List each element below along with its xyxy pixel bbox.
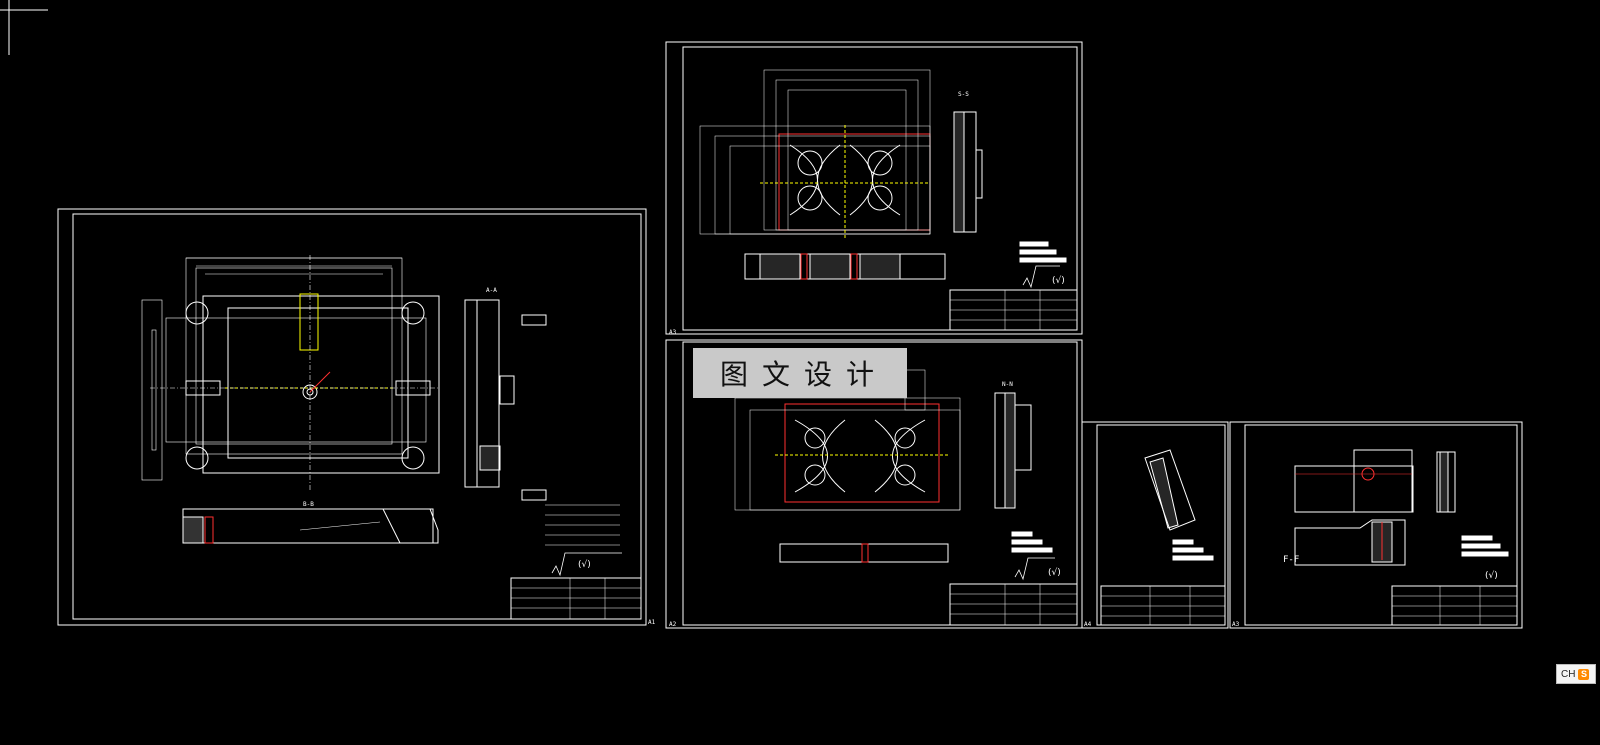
sheet-tag-a4-right: A3 (1232, 621, 1240, 628)
sheet-tag-a2-top: A3 (669, 329, 677, 336)
sheet-tag-a1: A1 (648, 619, 656, 626)
drawing-sheet-a4-right[interactable] (1229, 421, 1523, 629)
roughness-symbol-a2-top: (√) (1052, 275, 1065, 286)
sogou-icon: S (1578, 668, 1590, 680)
section-label-f-f: F-F (1283, 555, 1299, 565)
section-label-n-n: N-N (1002, 381, 1013, 388)
sheet-tag-a2-bottom: A2 (669, 621, 677, 628)
roughness-symbol-a2-bottom: (√) (1048, 567, 1061, 578)
ime-language-indicator[interactable]: CH S (1556, 664, 1596, 684)
sheet-tag-a4-left: A4 (1084, 621, 1092, 628)
ucs-crosshair (0, 0, 48, 55)
watermark-logo: 图文设计 (693, 348, 907, 398)
section-label-b-b: B-B (303, 501, 314, 508)
section-label-a-a: A-A (486, 287, 497, 294)
section-label-s-s: S-S (958, 91, 969, 98)
drawing-sheet-a1[interactable] (57, 208, 647, 626)
roughness-symbol-a4-right: (√) (1485, 570, 1498, 581)
drawing-sheet-a2-top[interactable] (665, 41, 1083, 335)
roughness-symbol-a1: (√) (578, 559, 591, 570)
ime-language-label: CH (1561, 668, 1576, 680)
drawing-sheet-a2-bottom[interactable] (665, 339, 1083, 629)
drawing-sheet-a4-left[interactable] (1081, 421, 1229, 629)
